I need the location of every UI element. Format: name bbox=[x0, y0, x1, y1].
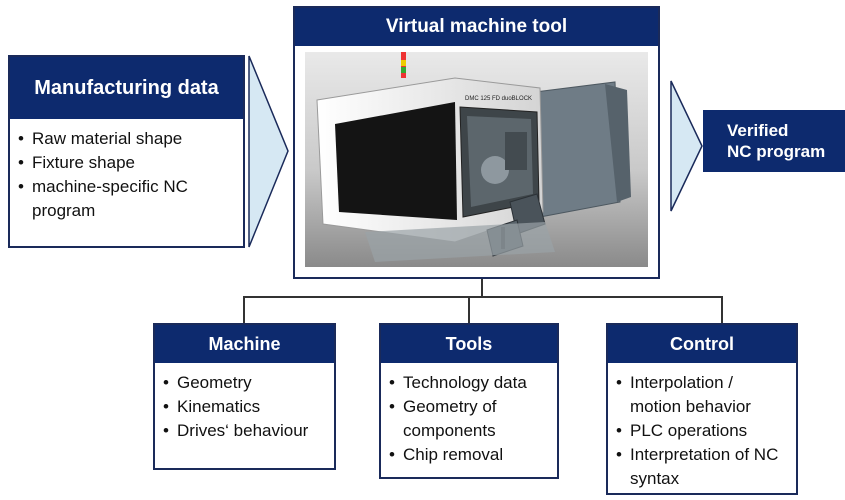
list-item: PLC operations bbox=[616, 419, 792, 443]
control-title: Control bbox=[670, 333, 734, 354]
tools-list: Technology data Geometry of components C… bbox=[381, 363, 557, 467]
list-item: Geometry of components bbox=[389, 395, 523, 443]
list-item: Kinematics bbox=[163, 395, 330, 419]
verified-nc-program-line1: Verified bbox=[727, 121, 789, 140]
machine-model-label: DMC 125 FD duoBLOCK bbox=[465, 96, 532, 102]
machine-tool-render: DMC 125 FD duoBLOCK bbox=[305, 52, 648, 267]
connector-control bbox=[721, 296, 723, 324]
list-item: Geometry bbox=[163, 371, 330, 395]
list-item: Interpolation / motion behavior bbox=[616, 371, 780, 419]
connector-horizontal bbox=[243, 296, 723, 298]
verified-nc-program-line2: NC program bbox=[727, 142, 826, 161]
machine-box: Machine Geometry Kinematics Drives‘ beha… bbox=[153, 323, 336, 470]
list-item: Drives‘ behaviour bbox=[163, 419, 330, 443]
list-item: Fixture shape bbox=[18, 151, 237, 175]
manufacturing-data-header: Manufacturing data bbox=[10, 57, 243, 119]
list-item: Chip removal bbox=[389, 443, 553, 467]
list-item: Raw material shape bbox=[18, 127, 237, 151]
manufacturing-data-box: Manufacturing data Raw material shape Fi… bbox=[8, 55, 245, 248]
verified-nc-program-box: Verified NC program bbox=[703, 110, 845, 172]
connector-vertical-main bbox=[481, 279, 483, 297]
control-list: Interpolation / motion behavior PLC oper… bbox=[608, 363, 796, 491]
connector-machine bbox=[243, 296, 245, 324]
tools-header: Tools bbox=[381, 325, 557, 363]
virtual-machine-tool-header: Virtual machine tool bbox=[295, 8, 658, 46]
control-header: Control bbox=[608, 325, 796, 363]
machine-header: Machine bbox=[155, 325, 334, 363]
manufacturing-data-list: Raw material shape Fixture shape machine… bbox=[10, 119, 243, 223]
tools-title: Tools bbox=[445, 333, 493, 354]
list-item: Interpretation of NC syntax bbox=[616, 443, 780, 491]
control-box: Control Interpolation / motion behavior … bbox=[606, 323, 798, 495]
tools-box: Tools Technology data Geometry of compon… bbox=[379, 323, 559, 479]
input-arrow bbox=[248, 55, 289, 248]
list-item: machine-specific NC program bbox=[18, 175, 192, 223]
virtual-machine-tool-box: Virtual machine tool bbox=[293, 6, 660, 279]
virtual-machine-tool-title: Virtual machine tool bbox=[385, 16, 568, 37]
connector-tools bbox=[468, 296, 470, 324]
output-arrow bbox=[670, 80, 703, 212]
machine-list: Geometry Kinematics Drives‘ behaviour bbox=[155, 363, 334, 443]
machine-title: Machine bbox=[208, 333, 281, 354]
manufacturing-data-title: Manufacturing data bbox=[34, 76, 219, 99]
list-item: Technology data bbox=[389, 371, 553, 395]
